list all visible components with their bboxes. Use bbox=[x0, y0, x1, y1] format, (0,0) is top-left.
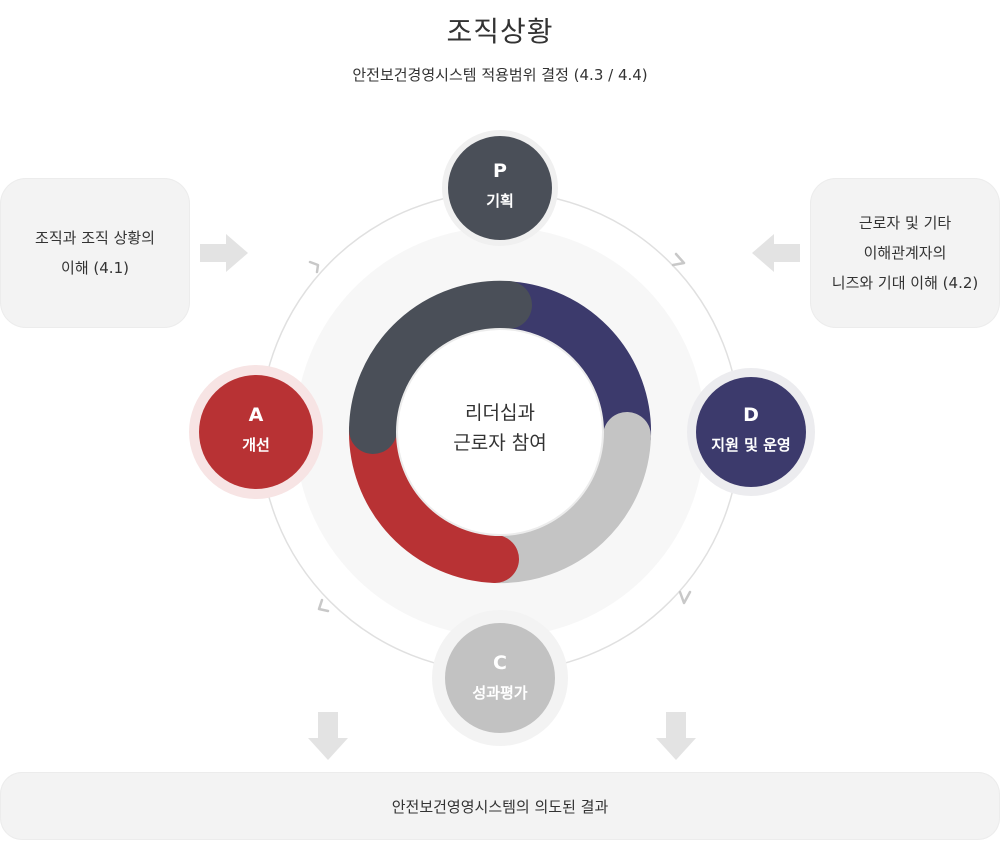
node-plan-letter: P bbox=[493, 160, 507, 182]
node-plan-label: 기획 bbox=[486, 192, 514, 210]
input-box-stakeholders: 근로자 및 기타 이해관계자의 니즈와 기대 이해 (4.2) bbox=[810, 178, 1000, 328]
node-check-label: 성과평가 bbox=[472, 684, 528, 702]
node-check-text: C 성과평가 bbox=[445, 652, 555, 704]
node-do-letter: D bbox=[743, 404, 759, 426]
donut-segment-plan bbox=[349, 280, 532, 454]
arrow-down-icon bbox=[656, 712, 696, 760]
arrow-down-icon bbox=[308, 712, 348, 760]
node-act-letter: A bbox=[248, 404, 264, 426]
node-plan-text: P 기획 bbox=[450, 160, 550, 212]
arrow-right-icon bbox=[200, 234, 248, 272]
node-check-letter: C bbox=[493, 652, 507, 674]
cycle-chevron-icon bbox=[308, 260, 320, 274]
node-do-text: D 지원 및 운영 bbox=[691, 404, 811, 456]
input-box-context-label: 조직과 조직 상황의 이해 (4.1) bbox=[35, 229, 155, 277]
page-subtitle: 안전보건경영시스템 적용범위 결정 (4.3 / 4.4) bbox=[352, 66, 648, 84]
arrow-left-icon bbox=[752, 234, 800, 272]
node-act-label: 개선 bbox=[242, 436, 270, 454]
output-box: 안전보건영영시스템의 의도된 결과 bbox=[0, 772, 1000, 840]
cycle-chevron-icon bbox=[671, 252, 686, 267]
output-box-label: 안전보건영영시스템의 의도된 결과 bbox=[391, 797, 609, 816]
page-title: 조직상황 bbox=[446, 15, 554, 48]
cycle-chevron-icon bbox=[317, 598, 330, 613]
center-label: 리더십과 근로자 참여 bbox=[453, 402, 547, 454]
input-box-stakeholders-label: 근로자 및 기타 이해관계자의 니즈와 기대 이해 (4.2) bbox=[831, 214, 979, 292]
donut-center bbox=[396, 328, 604, 536]
input-box-context: 조직과 조직 상황의 이해 (4.1) bbox=[0, 178, 190, 328]
cycle-chevron-icon bbox=[678, 590, 692, 605]
node-do-label: 지원 및 운영 bbox=[711, 436, 791, 454]
node-act bbox=[199, 375, 313, 489]
node-plan bbox=[448, 136, 552, 240]
node-act-text: A 개선 bbox=[206, 404, 306, 456]
node-do bbox=[696, 377, 806, 487]
donut-segment-check bbox=[471, 412, 651, 584]
node-check bbox=[445, 623, 555, 733]
donut-segment-act bbox=[348, 406, 519, 583]
